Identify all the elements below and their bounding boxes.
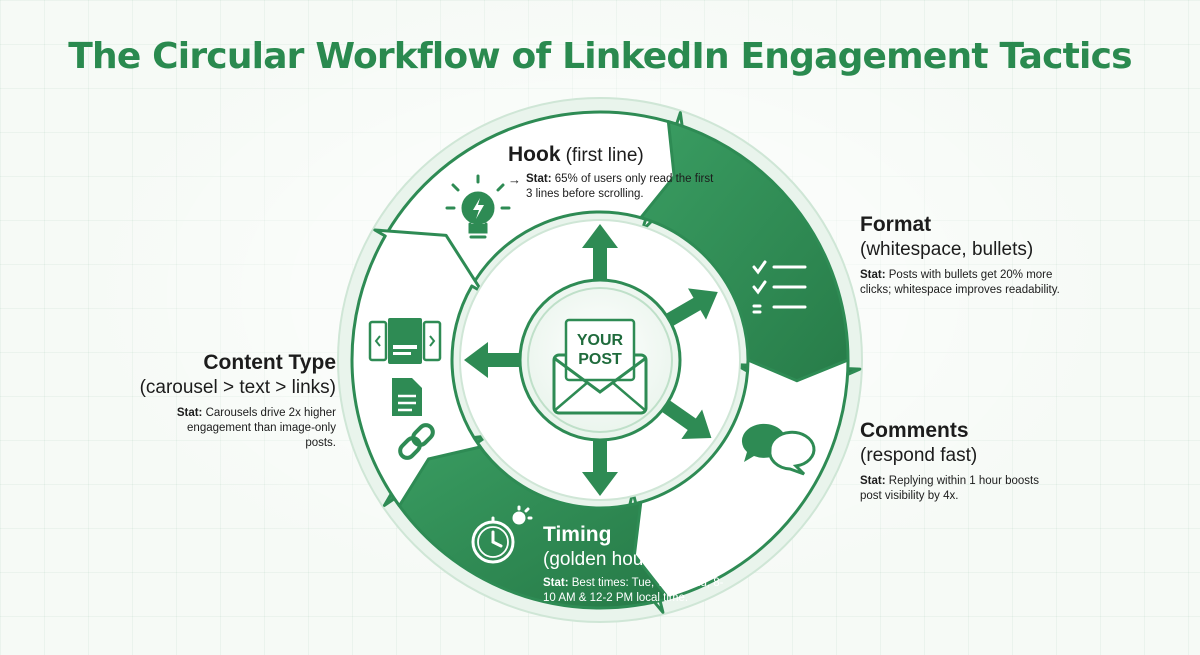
stage-content-type: Content Type (carousel > text > links) S… bbox=[104, 350, 336, 451]
stat-text: Carousels drive 2x higher engagement tha… bbox=[187, 407, 336, 449]
stage-heading: Hook bbox=[508, 143, 561, 166]
center-label-line1: YOUR bbox=[577, 332, 624, 349]
radial-arrow bbox=[582, 432, 618, 496]
stage-format: Format (whitespace, bullets) Stat: Posts… bbox=[860, 212, 1070, 298]
stopwatch-icon bbox=[471, 505, 533, 564]
stage-hook: Hook (first line) → Stat: 65% of users o… bbox=[508, 142, 718, 202]
stat-prefix: Stat: bbox=[543, 577, 569, 589]
stat-prefix: Stat: bbox=[526, 173, 552, 185]
stage-subheading: (first line) bbox=[565, 145, 644, 166]
ring-segment-timing bbox=[382, 434, 670, 610]
radial-arrow bbox=[655, 395, 712, 439]
radial-arrow bbox=[464, 342, 528, 378]
envelope-icon bbox=[552, 318, 648, 415]
stat-prefix: Stat: bbox=[860, 475, 886, 487]
stage-subheading: (respond fast) bbox=[860, 445, 978, 466]
stat-text: 65% of users only read the first 3 lines… bbox=[526, 173, 714, 200]
stage-subheading: (golden hour) bbox=[543, 549, 657, 570]
stage-timing: Timing (golden hour) Stat: Best times: T… bbox=[543, 522, 728, 606]
stat-text: Posts with bullets get 20% more clicks; … bbox=[860, 269, 1060, 296]
radial-arrow bbox=[582, 224, 618, 288]
document-icon bbox=[392, 378, 422, 416]
link-icon bbox=[398, 423, 435, 460]
stage-heading: Format bbox=[860, 213, 932, 236]
ring-segment-content-type bbox=[350, 228, 484, 508]
checklist-icon bbox=[752, 260, 807, 314]
stage-comments: Comments (respond fast) Stat: Replying w… bbox=[860, 418, 1060, 504]
carousel-icon bbox=[368, 318, 442, 364]
stage-heading: Timing bbox=[543, 523, 612, 546]
center-label-line2: POST bbox=[578, 351, 622, 368]
arrow-right-icon: → bbox=[508, 172, 521, 187]
stage-subheading: (whitespace, bullets) bbox=[860, 239, 1034, 260]
stat-prefix: Stat: bbox=[860, 269, 886, 281]
stat-text: Best times: Tue, Wed, Thu, 8-10 AM & 12-… bbox=[543, 577, 724, 604]
page-title: The Circular Workflow of LinkedIn Engage… bbox=[68, 36, 1132, 77]
stat-prefix: Stat: bbox=[176, 407, 203, 419]
chat-bubbles-icon bbox=[741, 423, 816, 476]
stat-text: Replying within 1 hour boosts post visib… bbox=[860, 475, 1039, 502]
stage-subheading: (carousel > text > links) bbox=[139, 377, 336, 398]
stage-heading: Content Type bbox=[203, 351, 336, 374]
lightbulb-icon bbox=[445, 174, 511, 239]
radial-arrow bbox=[658, 288, 718, 331]
stage-heading: Comments bbox=[860, 419, 969, 442]
